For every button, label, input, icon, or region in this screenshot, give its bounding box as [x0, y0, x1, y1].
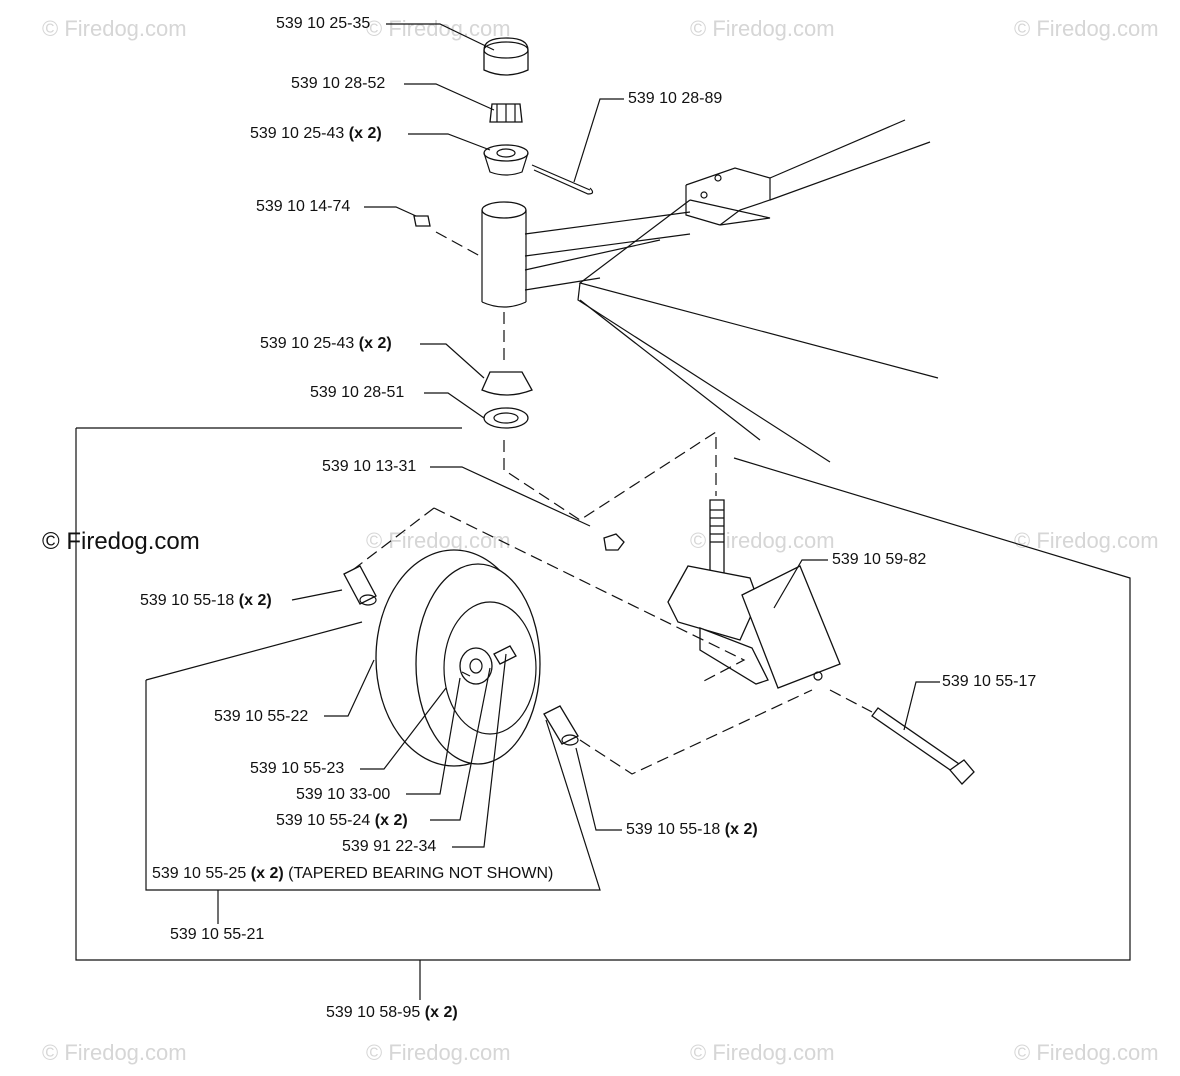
grease-fitting — [413, 215, 431, 227]
label-fork: 539 10 59-82 — [832, 551, 927, 568]
label-top-bearing: 539 10 25-43 (x 2) — [250, 125, 382, 142]
caster-fork — [667, 499, 841, 689]
label-wheel-bearing: 539 10 55-25 (x 2) (TAPERED BEARING NOT … — [152, 865, 554, 882]
watermark: © Firedog.com — [1014, 16, 1159, 41]
label-valve: 539 10 33-00 — [296, 786, 391, 803]
bottom-bearing — [481, 371, 533, 396]
label-castle-nut: 539 10 28-52 — [291, 75, 386, 92]
watermark: © Firedog.com — [366, 528, 511, 553]
watermark: © Firedog.com — [366, 1040, 511, 1065]
label-cap: 539 10 25-35 — [276, 15, 371, 32]
label-left-spacer: 539 10 55-18 (x 2) — [140, 592, 272, 609]
watermark-overlay: © Firedog.com — [42, 528, 200, 555]
seal — [483, 407, 529, 429]
label-fitting: 539 10 55-24 (x 2) — [276, 812, 408, 829]
label-cotter-pin: 539 10 28-89 — [628, 90, 723, 107]
label-locknut: 539 10 13-31 — [322, 458, 417, 475]
label-rim: 539 10 55-23 — [250, 760, 345, 777]
cotter-pin — [531, 164, 594, 195]
watermark: © Firedog.com — [42, 1040, 187, 1065]
top-bearing — [483, 144, 529, 176]
label-tire: 539 10 55-22 — [214, 708, 309, 725]
castle-nut — [489, 103, 523, 123]
label-seal: 539 10 28-51 — [310, 384, 405, 401]
label-wheel-assembly: 539 10 55-21 — [170, 926, 265, 943]
spindle-housing — [481, 201, 527, 308]
watermark: © Firedog.com — [42, 16, 187, 41]
label-right-spacer: 539 10 55-18 (x 2) — [626, 821, 758, 838]
wheel — [375, 549, 541, 767]
watermark: © Firedog.com — [690, 16, 835, 41]
watermark: © Firedog.com — [1014, 1040, 1159, 1065]
caster-bolt — [871, 707, 975, 785]
watermark: © Firedog.com — [1014, 528, 1159, 553]
label-caster-assembly: 539 10 58-95 (x 2) — [326, 1004, 458, 1021]
left-spacer — [343, 565, 377, 606]
label-plug: 539 91 22-34 — [342, 838, 437, 855]
deck-frame — [524, 119, 939, 463]
watermark: © Firedog.com — [366, 16, 511, 41]
label-bottom-bearing: 539 10 25-43 (x 2) — [260, 335, 392, 352]
locknut — [603, 533, 625, 551]
dust-cap — [483, 37, 529, 76]
label-grease-fitting: 539 10 14-74 — [256, 198, 351, 215]
leader-lines — [145, 23, 940, 1000]
label-bolt: 539 10 55-17 — [942, 673, 1037, 690]
right-spacer — [543, 705, 579, 746]
watermark: © Firedog.com — [690, 1040, 835, 1065]
